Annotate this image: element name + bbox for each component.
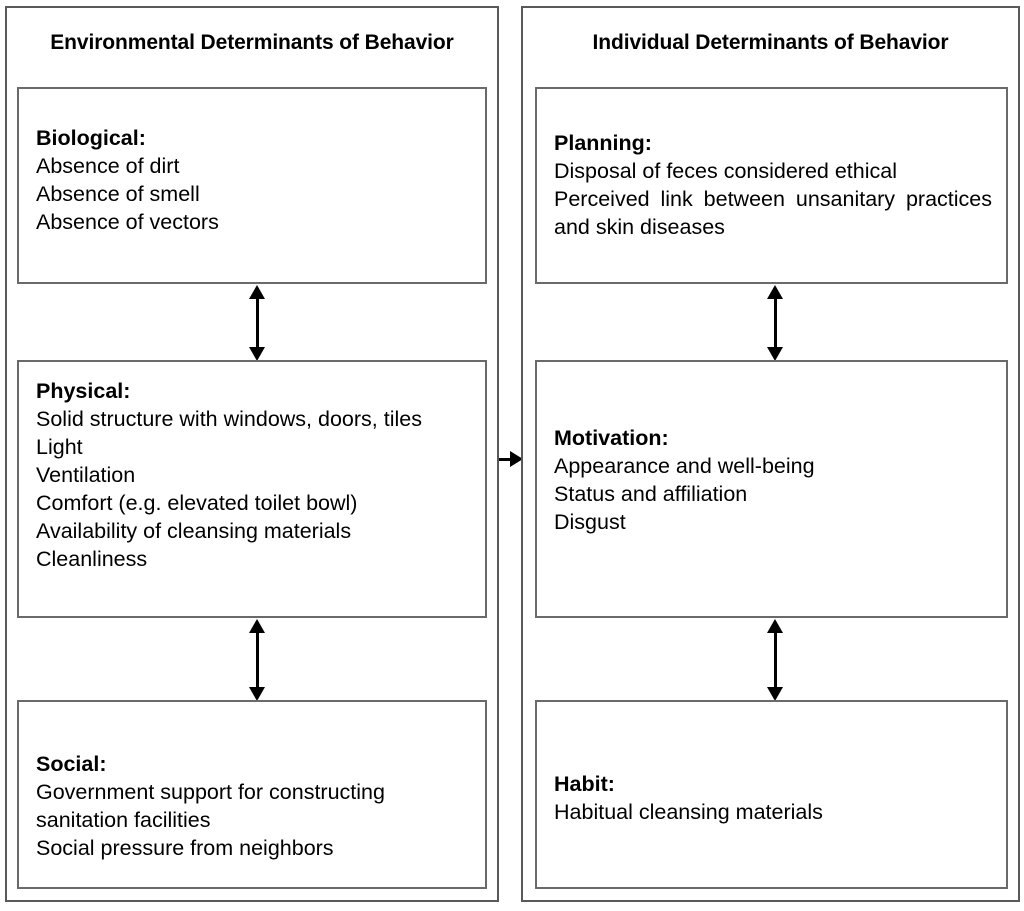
- box-social-line-2: Social pressure from neighbors: [36, 836, 334, 860]
- box-motivation: Motivation: Appearance and well-being St…: [535, 360, 1008, 618]
- box-habit-heading: Habit:: [554, 772, 615, 796]
- box-biological-heading: Biological:: [36, 126, 146, 150]
- panel-environmental-determinants: Environmental Determinants of Behavior B…: [5, 6, 499, 902]
- box-motivation-line-2: Status and affiliation: [554, 482, 748, 506]
- box-social-body: Social: Government support for construct…: [36, 750, 471, 862]
- arrow-shaft: [499, 458, 514, 461]
- box-habit: Habit: Habitual cleansing materials: [535, 700, 1008, 889]
- box-physical-heading: Physical:: [36, 379, 131, 403]
- box-biological-body: Biological: Absence of dirt Absence of s…: [36, 124, 471, 236]
- box-biological: Biological: Absence of dirt Absence of s…: [17, 87, 487, 284]
- box-social-line-1: Government support for constructing sani…: [36, 780, 385, 832]
- box-biological-line-1: Absence of dirt: [36, 154, 180, 178]
- box-motivation-heading: Motivation:: [554, 426, 669, 450]
- box-physical-line-3: Ventilation: [36, 463, 136, 487]
- box-planning-line-1: Disposal of feces considered ethical: [554, 159, 897, 183]
- panel-title-environmental: Environmental Determinants of Behavior: [50, 31, 454, 54]
- arrow-head-down-icon: [249, 347, 265, 361]
- box-planning: Planning: Disposal of feces considered e…: [535, 87, 1008, 284]
- panel-individual-determinants: Individual Determinants of Behavior Plan…: [521, 6, 1020, 902]
- arrow-shaft: [256, 628, 259, 692]
- double-arrow-icon-planning-motivation: [763, 285, 789, 361]
- box-habit-body: Habit: Habitual cleansing materials: [554, 770, 992, 826]
- double-arrow-icon-biological-physical: [245, 285, 271, 361]
- arrow-head-down-icon: [767, 347, 783, 361]
- double-arrow-icon-physical-social: [245, 619, 271, 701]
- double-arrow-icon-motivation-habit: [763, 619, 789, 701]
- arrow-icon-environmental-to-individual: [499, 450, 523, 470]
- box-physical-line-1: Solid structure with windows, doors, til…: [36, 407, 422, 431]
- box-physical: Physical: Solid structure with windows, …: [17, 360, 487, 618]
- box-physical-line-5: Availability of cleansing materials: [36, 519, 352, 543]
- arrow-shaft: [256, 294, 259, 352]
- box-motivation-line-1: Appearance and well-being: [554, 454, 815, 478]
- box-habit-line-1: Habitual cleansing materials: [554, 800, 823, 824]
- arrow-head-up-icon: [767, 619, 783, 633]
- box-motivation-body: Motivation: Appearance and well-being St…: [554, 424, 992, 536]
- panel-title-individual: Individual Determinants of Behavior: [592, 31, 949, 54]
- box-planning-body: Planning: Disposal of feces considered e…: [554, 129, 992, 241]
- box-physical-body: Physical: Solid structure with windows, …: [36, 377, 471, 573]
- box-social: Social: Government support for construct…: [17, 700, 487, 889]
- arrow-head-up-icon: [767, 285, 783, 299]
- arrow-shaft: [774, 628, 777, 692]
- arrow-head-down-icon: [249, 687, 265, 701]
- box-physical-line-4: Comfort (e.g. elevated toilet bowl): [36, 491, 358, 515]
- arrow-head-right-icon: [510, 451, 523, 467]
- arrow-head-down-icon: [767, 687, 783, 701]
- arrow-head-up-icon: [249, 285, 265, 299]
- box-physical-line-6: Cleanliness: [36, 547, 148, 571]
- box-biological-line-3: Absence of vectors: [36, 210, 219, 234]
- box-biological-line-2: Absence of smell: [36, 182, 200, 206]
- box-physical-line-2: Light: [36, 435, 83, 459]
- arrow-head-up-icon: [249, 619, 265, 633]
- box-planning-heading: Planning:: [554, 131, 652, 155]
- box-planning-line-2: Perceived link between unsanitary practi…: [554, 187, 992, 239]
- box-motivation-line-3: Disgust: [554, 510, 626, 534]
- box-social-heading: Social:: [36, 752, 107, 776]
- arrow-shaft: [774, 294, 777, 352]
